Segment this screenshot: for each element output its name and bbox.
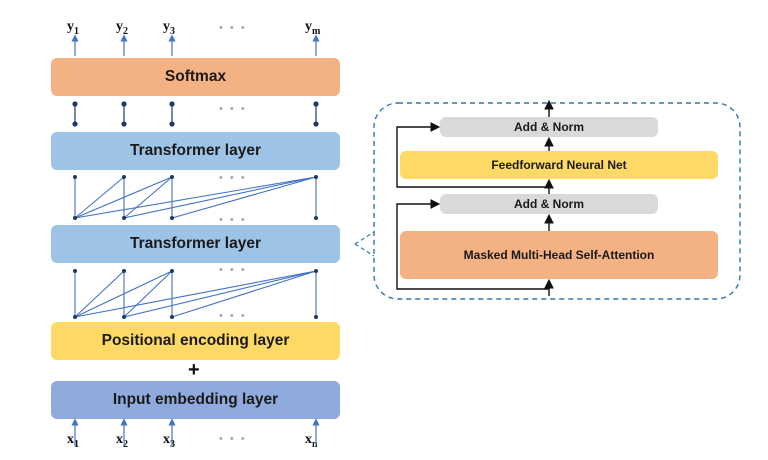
plus-sign: + [188,359,200,381]
output-label-y3: y3 [163,19,175,37]
detail-flow-arrows [396,99,554,296]
attention-fan-lower-nodes [73,269,318,319]
input-ellipsis: • • • [219,433,247,445]
transformer-bottom-ellipsis-b: • • • [219,310,247,322]
output-label-y1: y1 [67,19,79,37]
softmax-layer: Softmax [51,58,340,96]
input-arrows [71,418,320,446]
input-label-x2: x2 [116,432,128,450]
feedforward-box: Feedforward Neural Net [400,151,718,179]
add-norm-top-box: Add & Norm [440,117,658,137]
input-label-xn: xn [305,432,318,450]
transformer-top-ellipsis-b: • • • [219,214,247,226]
callout-line-lower [354,243,375,257]
callout-line-upper [354,231,375,245]
output-arrows [71,34,320,56]
attention-fan-upper [74,176,317,219]
input-embedding-layer: Input embedding layer [51,381,340,419]
transformer-layer-top: Transformer layer [51,132,340,170]
attention-fan-upper-nodes [73,175,318,220]
transformer-layer-bottom: Transformer layer [51,225,340,263]
positional-encoding-layer: Positional encoding layer [51,322,340,360]
detail-panel-border [373,102,741,300]
add-norm-bottom-box: Add & Norm [440,194,658,214]
masked-attention-box: Masked Multi-Head Self-Attention [400,231,718,279]
transformer-top-ellipsis-a: • • • [219,172,247,184]
input-label-x1: x1 [67,432,79,450]
output-ellipsis: • • • [219,22,247,34]
transformer-bottom-ellipsis-a: • • • [219,264,247,276]
attention-fan-lower [74,270,317,318]
softmax-ellipsis: • • • [219,103,247,115]
output-label-y2: y2 [116,19,128,37]
softmax-connectors [72,101,319,127]
output-label-ym: ym [305,19,321,37]
